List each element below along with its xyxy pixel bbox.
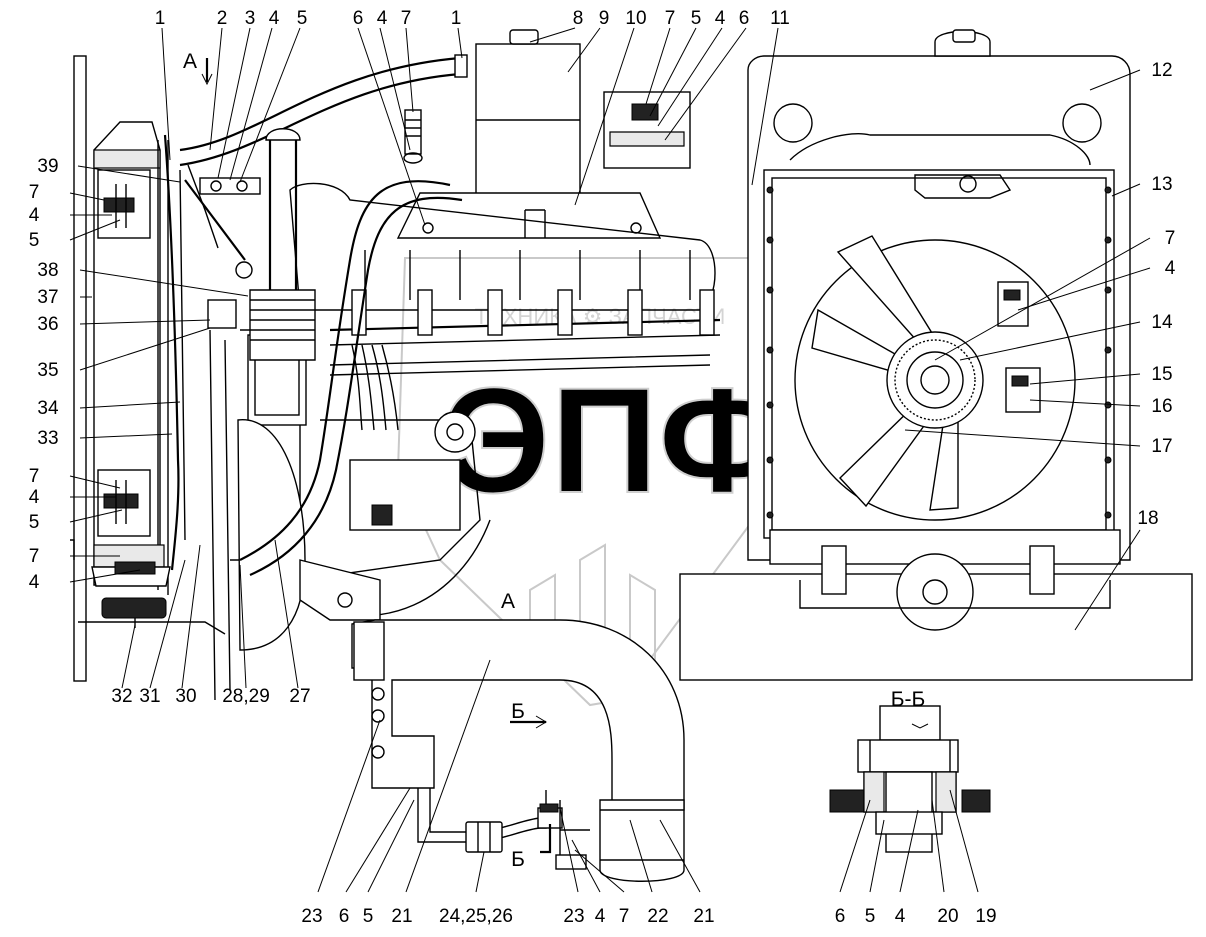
expansion-tank <box>475 43 581 195</box>
section-bb <box>829 705 991 853</box>
callout-36: 36 <box>37 314 58 335</box>
callout-16: 16 <box>1151 396 1172 417</box>
callout-13: 13 <box>1151 174 1172 195</box>
callout-31: 31 <box>139 686 160 707</box>
callout-7: 7 <box>29 546 40 567</box>
radiator-front-view <box>679 29 1193 681</box>
callout-4: 4 <box>269 8 280 29</box>
callout-5: 5 <box>29 512 40 533</box>
fan <box>811 235 984 511</box>
callout-4: 4 <box>377 8 388 29</box>
callout-4: 4 <box>1165 258 1176 279</box>
callout-numbers: 1 2 3 4 5 6 4 7 1 8 9 10 7 5 4 6 11 39 7… <box>29 8 1176 927</box>
callout-35: 35 <box>37 360 58 381</box>
callout-22: 22 <box>647 906 668 927</box>
callout-12: 12 <box>1151 60 1172 81</box>
view-label-a-detail: А <box>501 590 515 613</box>
callout-4: 4 <box>29 487 40 508</box>
radiator-side-bolts <box>766 186 1112 519</box>
callout-4: 4 <box>29 572 40 593</box>
section-mark-bottom: Б <box>511 848 525 871</box>
callout-28-29: 28,29 <box>222 686 270 707</box>
callout-5: 5 <box>691 8 702 29</box>
watermark: ЭПФ ТЕХНИКА ⚙ ЗАПЧАСТИ <box>396 257 792 707</box>
callout-23: 23 <box>301 906 322 927</box>
tank-bracket <box>396 192 662 239</box>
callout-33: 33 <box>37 428 58 449</box>
radiator-side-view <box>70 55 226 682</box>
callout-19: 19 <box>975 906 996 927</box>
callout-37: 37 <box>37 287 58 308</box>
callout-21: 21 <box>693 906 714 927</box>
callout-4: 4 <box>595 906 606 927</box>
section-mark-top: Б <box>511 700 525 723</box>
callout-1: 1 <box>451 8 462 29</box>
callout-39: 39 <box>37 156 58 177</box>
section-title-bb: Б-Б <box>891 688 926 711</box>
callout-8: 8 <box>573 8 584 29</box>
callout-11: 11 <box>770 8 790 29</box>
callout-3: 3 <box>245 8 256 29</box>
callout-5: 5 <box>363 906 374 927</box>
leader-lines <box>69 27 1151 893</box>
callout-21: 21 <box>391 906 412 927</box>
callout-1: 1 <box>155 8 166 29</box>
callout-30: 30 <box>175 686 196 707</box>
callout-20: 20 <box>937 906 958 927</box>
callout-7: 7 <box>401 8 412 29</box>
callout-5: 5 <box>865 906 876 927</box>
callout-38: 38 <box>37 260 58 281</box>
callout-6: 6 <box>835 906 846 927</box>
callout-14: 14 <box>1151 312 1173 333</box>
callout-18: 18 <box>1137 508 1158 529</box>
engine-side-view <box>179 29 721 701</box>
callout-7: 7 <box>619 906 630 927</box>
callout-27: 27 <box>289 686 310 707</box>
view-arrow-a-top: А <box>183 50 213 86</box>
watermark-logo: ЭПФ <box>444 356 787 524</box>
callout-4: 4 <box>715 8 726 29</box>
callout-17: 17 <box>1151 436 1172 457</box>
callout-15: 15 <box>1151 364 1172 385</box>
callout-4: 4 <box>29 205 40 226</box>
callout-7: 7 <box>29 466 40 487</box>
callout-10: 10 <box>625 8 646 29</box>
callout-7: 7 <box>29 182 40 203</box>
callout-6: 6 <box>353 8 364 29</box>
callout-2: 2 <box>217 8 228 29</box>
callout-9: 9 <box>599 8 610 29</box>
callout-6: 6 <box>339 906 350 927</box>
callout-6: 6 <box>739 8 750 29</box>
charge-air-pipe <box>351 619 685 811</box>
view-label-a-top: А <box>183 50 197 73</box>
callout-24-25-26: 24,25,26 <box>439 906 513 927</box>
callout-4: 4 <box>895 906 906 927</box>
callout-23: 23 <box>563 906 584 927</box>
detail-view-a <box>351 619 685 882</box>
callout-32: 32 <box>111 686 132 707</box>
callout-5: 5 <box>29 230 40 251</box>
callout-5: 5 <box>297 8 308 29</box>
callout-7: 7 <box>1165 228 1176 249</box>
callout-7: 7 <box>665 8 676 29</box>
callout-34: 34 <box>37 398 59 419</box>
